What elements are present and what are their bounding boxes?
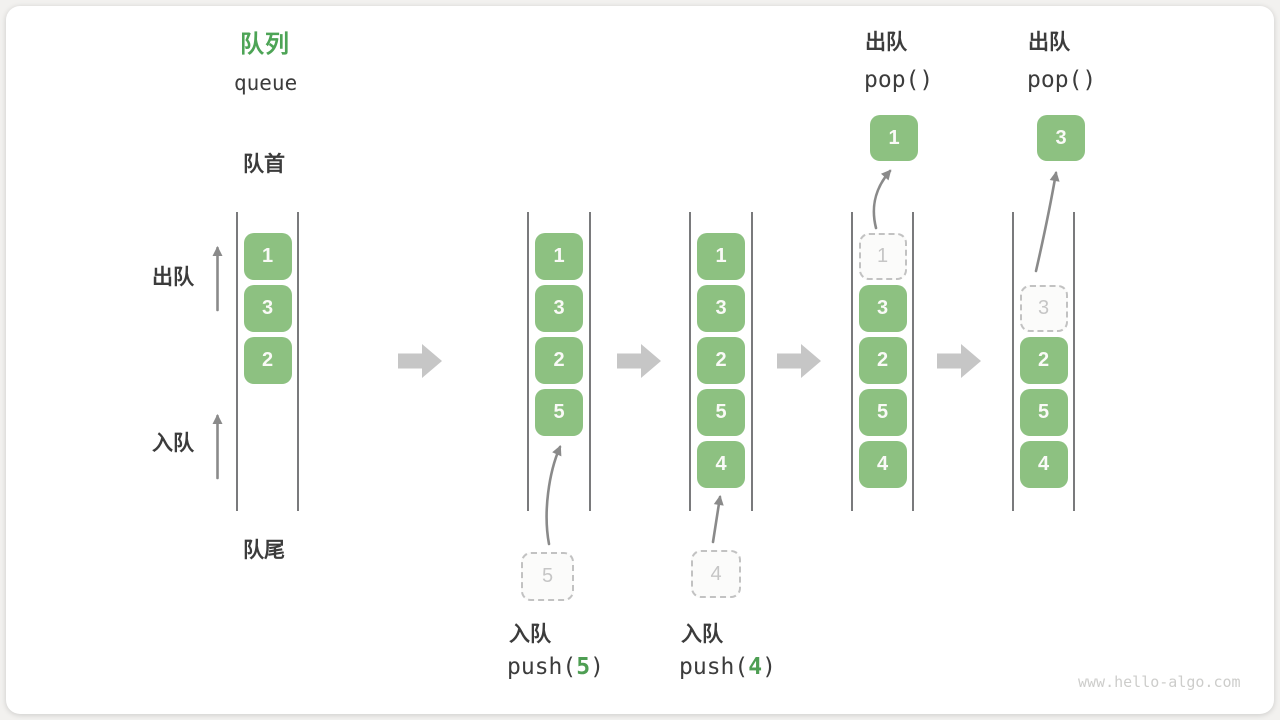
enqueue-op-label: 入队 [509,623,551,646]
popped-item: 1 [870,115,918,161]
queue-item: 3 [697,285,745,332]
op-code-text: ) [590,654,604,680]
queue-item: 1 [535,233,583,280]
op-code-text: pop() [1027,67,1097,93]
enqueue-op-label: 入队 [681,623,723,646]
op-code-text: push( [507,654,577,680]
next-step-arrow [937,344,981,378]
queue-item: 5 [697,389,745,436]
queue-item: 3 [535,285,583,332]
flow-arrow [1034,171,1060,273]
queue-item: 5 [1019,389,1068,436]
dequeue-op-code: pop() [864,69,933,92]
queue-item: 4 [858,441,907,488]
queue-item: 2 [535,337,583,384]
next-step-arrow [617,344,661,378]
queue-item: 3 [858,285,907,332]
op-code-argument: 4 [748,654,763,680]
label-queue-rear: 队尾 [243,539,285,562]
queue-item: 5 [858,389,907,436]
queue-item: 1 [697,233,745,280]
label-enqueue-side: 入队 [152,432,194,455]
dequeue-op-code: pop() [1027,69,1096,92]
queue-item-removed: 1 [858,233,907,280]
next-step-arrow [398,344,442,378]
label-queue-front: 队首 [243,153,285,176]
dequeue-op-label: 出队 [865,31,907,54]
enqueue-op-code: push(5) [507,656,604,679]
queue-item: 4 [1019,441,1068,488]
queue-item: 3 [243,285,292,332]
flow-arrow [545,445,562,546]
staging-item: 5 [521,552,574,601]
next-step-arrow [777,344,821,378]
queue-item: 2 [697,337,745,384]
queue-item: 1 [243,233,292,280]
flow-arrow [711,495,724,544]
popped-item: 3 [1037,115,1085,161]
queue-item: 5 [535,389,583,436]
enqueue-op-code: push(4) [679,656,776,679]
queue-item: 2 [243,337,292,384]
op-code-text: push( [679,654,749,680]
queue-item: 2 [858,337,907,384]
queue-item-removed: 3 [1019,285,1068,332]
page-subtitle: queue [234,71,298,95]
queue-item: 2 [1019,337,1068,384]
op-code-text: ) [762,654,776,680]
queue-item: 4 [697,441,745,488]
staging-item: 4 [691,550,741,598]
label-dequeue-side: 出队 [152,266,194,289]
page-title: 队列 [240,31,290,58]
op-code-argument: 5 [576,654,591,680]
op-code-text: pop() [864,67,934,93]
watermark: www.hello-algo.com [1078,673,1241,691]
dequeue-op-label: 出队 [1028,31,1070,54]
flow-arrow [872,169,892,230]
